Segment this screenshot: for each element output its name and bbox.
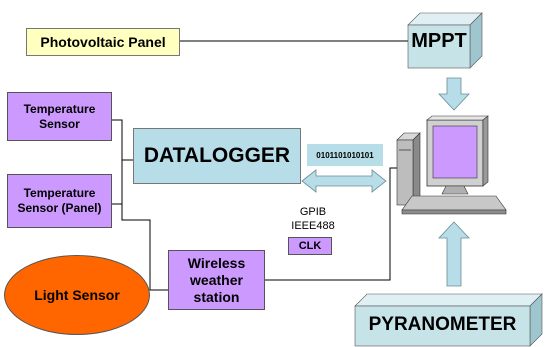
binary-data-label: 0101101010101 [307, 144, 383, 166]
mppt-block [407, 12, 483, 69]
mppt-label: MPPT [411, 30, 467, 52]
ieee488-label: IEEE488 [291, 220, 335, 232]
arrow-down-icon [438, 77, 470, 111]
wireless-weather-station-box: Wireless weather station [168, 250, 265, 310]
pyranometer-label: PYRANOMETER [368, 314, 517, 335]
connector-lines [112, 40, 408, 291]
light-sensor-ellipse: Light Sensor [4, 255, 150, 335]
arrow-up-icon [438, 221, 470, 287]
computer-icon [396, 115, 507, 215]
datalogger-box: DATALOGGER [133, 128, 301, 184]
photovoltaic-panel-box: Photovoltaic Panel [26, 28, 180, 56]
clk-box: CLK [288, 237, 332, 255]
double-arrow-icon [301, 169, 387, 193]
line-to-light [121, 186, 168, 291]
pyranometer-block [354, 293, 543, 347]
gpib-label: GPIB [299, 206, 327, 218]
temperature-sensor-box: Temperature Sensor [7, 92, 112, 141]
line-sensor-bracket [112, 119, 123, 205]
temperature-sensor-panel-box: Temperature Sensor (Panel) [7, 174, 112, 228]
line-wireless-computer [265, 167, 400, 281]
